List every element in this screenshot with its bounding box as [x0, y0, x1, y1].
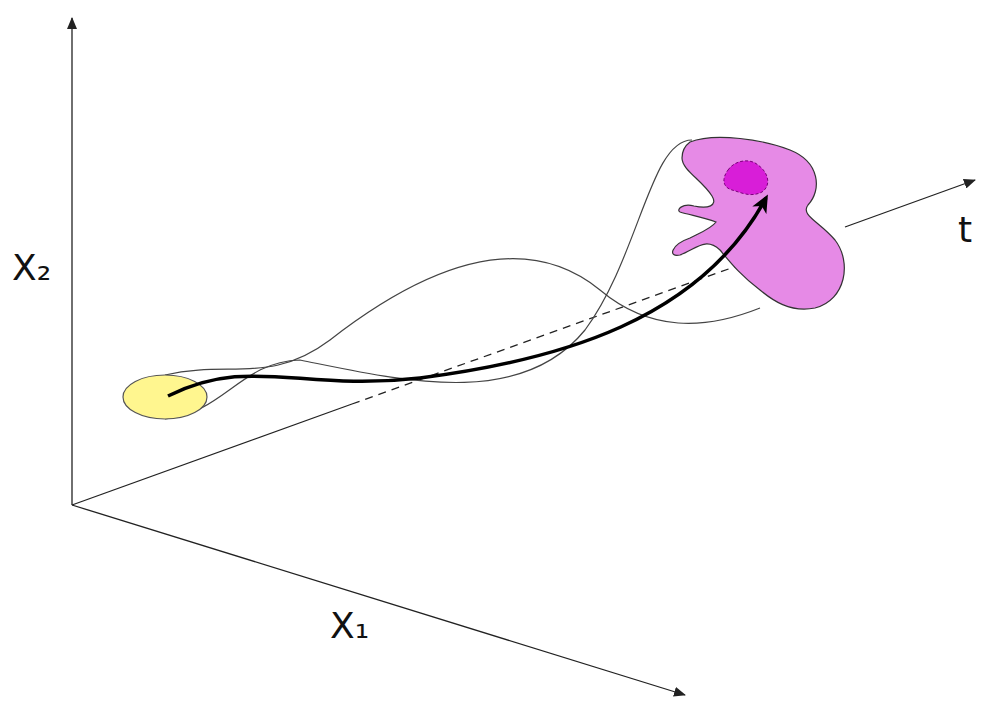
initial-set — [123, 375, 207, 419]
axis-label: X₂ — [12, 250, 51, 286]
axis-label: t — [958, 212, 972, 248]
subset — [724, 161, 768, 195]
axis-label: X₁ — [330, 608, 369, 644]
axes — [72, 18, 975, 695]
evolved-set — [673, 137, 845, 309]
trajectory-arrow — [168, 198, 766, 396]
